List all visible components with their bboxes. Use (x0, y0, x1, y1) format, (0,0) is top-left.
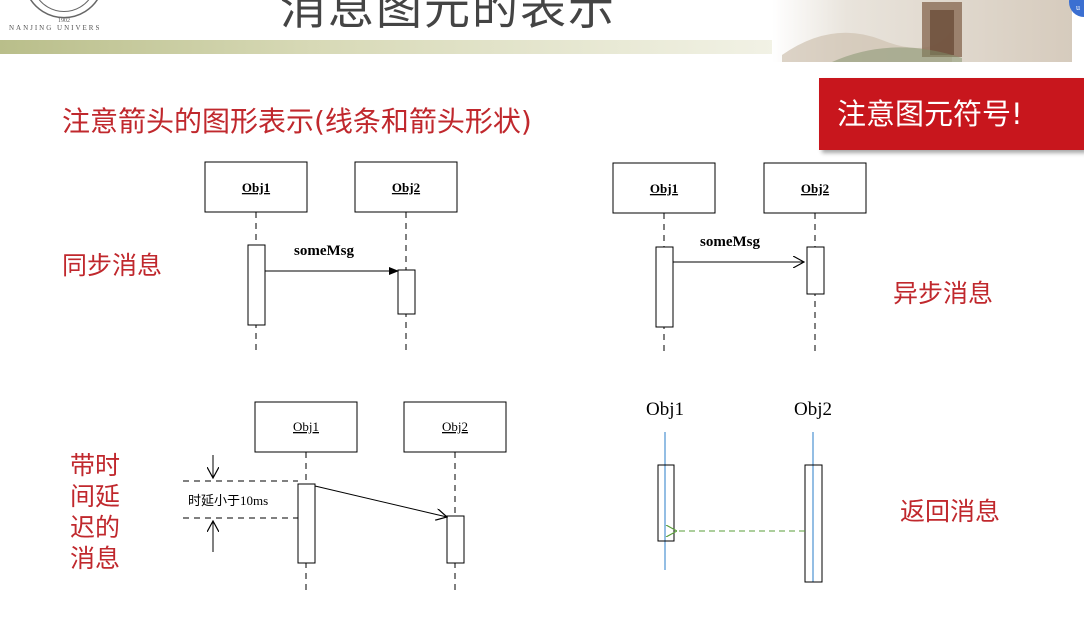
slide-title: 消息图元的表示 (280, 0, 616, 35)
profile-icon[interactable]: u (1066, 0, 1084, 20)
campus-photo (772, 0, 1072, 62)
sync-obj1-box (204, 161, 308, 213)
delay-obj2-label: Obj2 (442, 419, 468, 434)
delay-label-line: 间延 (70, 482, 121, 511)
sync-obj2-activation (397, 269, 416, 315)
return-obj2-activation (804, 464, 823, 583)
sync-obj1-label: Obj1 (242, 180, 270, 195)
async-obj1-label: Obj1 (650, 181, 678, 196)
delay-diagram: Obj1 Obj2 时延小于10ms (183, 401, 507, 590)
svg-text:u: u (1076, 3, 1080, 12)
async-obj2-label: Obj2 (801, 181, 829, 196)
delay-obj2-box (403, 401, 507, 453)
delayed-message-label: 带时 间延 迟的 消息 (70, 450, 120, 574)
sync-diagram: Obj1 Obj2 someMsg (204, 161, 458, 355)
sync-message-label: 同步消息 (62, 251, 163, 280)
async-obj1-activation (655, 246, 674, 328)
return-obj1-label: Obj1 (646, 399, 684, 420)
async-obj1-box (612, 162, 716, 214)
delay-label-line: 迟的 (70, 513, 121, 542)
delay-label-line: 带时 (70, 451, 121, 480)
sync-obj2-box (354, 161, 458, 213)
subtitle: 注意箭头的图形表示(线条和箭头形状) (62, 105, 532, 138)
sync-obj1-activation (247, 244, 266, 326)
logo-year: 1902 (58, 18, 70, 24)
return-obj2-label: Obj2 (794, 399, 832, 420)
sync-message-text: someMsg (294, 243, 354, 259)
async-diagram: Obj1 Obj2 someMsg (612, 162, 867, 355)
delay-constraint-text: 时延小于10ms (188, 493, 268, 508)
logo-text: NANJING UNIVERSITY (9, 24, 100, 32)
note-banner: 注意图元符号! (819, 78, 1084, 150)
university-logo: 1902 NANJING UNIVERSITY (9, 0, 100, 32)
return-message-label: 返回消息 (900, 497, 1001, 526)
header-band (0, 40, 780, 54)
return-obj1-activation (657, 464, 675, 542)
return-diagram: Obj1 Obj2 (646, 399, 832, 583)
delay-obj2-activation (446, 515, 465, 564)
async-obj2-activation (806, 246, 825, 295)
async-message-text: someMsg (700, 234, 760, 250)
delay-obj1-activation (297, 483, 316, 564)
sync-obj2-label: Obj2 (392, 180, 420, 195)
delay-message-arrow (314, 485, 447, 517)
delay-obj1-label: Obj1 (293, 419, 319, 434)
async-message-label: 异步消息 (893, 279, 994, 308)
delay-label-line: 消息 (70, 544, 121, 573)
